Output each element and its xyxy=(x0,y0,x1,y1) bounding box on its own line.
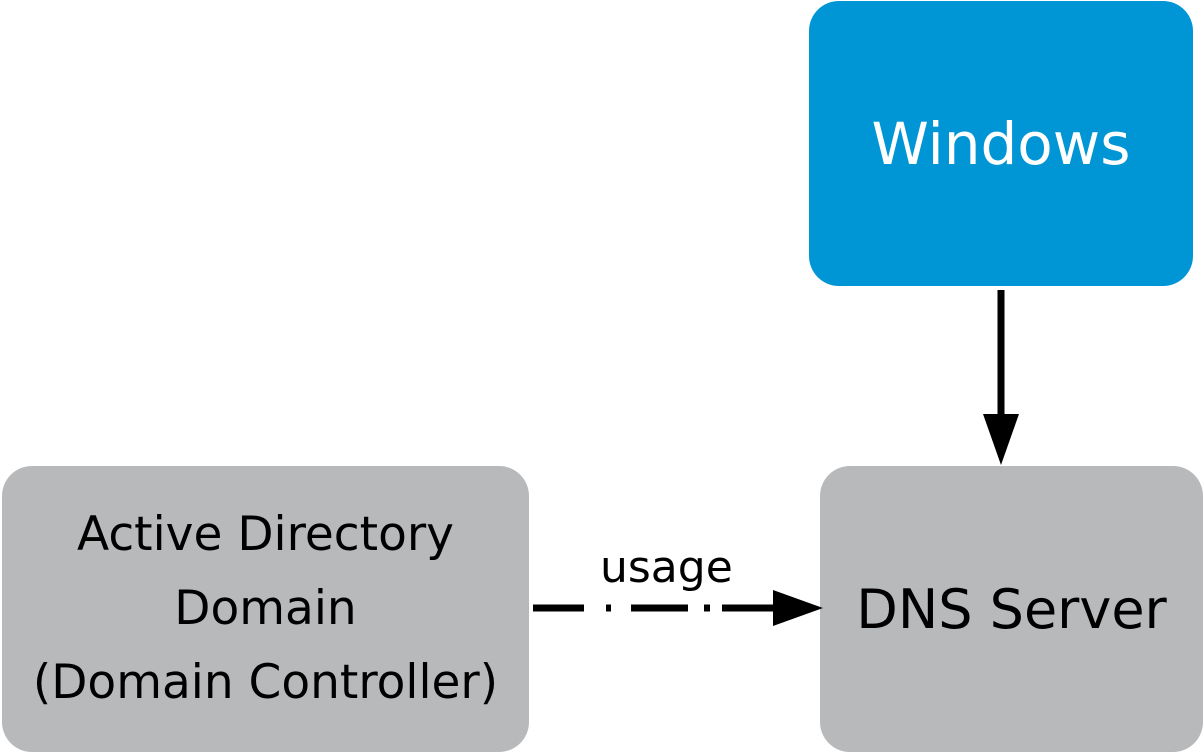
node-windows-label: Windows xyxy=(871,109,1131,178)
arrowhead-icon xyxy=(983,414,1019,465)
node-ad-label-line-2: Domain xyxy=(174,581,357,636)
node-ad-label-line-1: Active Directory xyxy=(77,507,454,562)
edge-windows-to-dns xyxy=(983,290,1019,465)
node-ad-label-line-3: (Domain Controller) xyxy=(32,655,499,710)
edge-ad-to-dns xyxy=(533,590,823,626)
node-windows: Windows xyxy=(809,1,1193,286)
edge-label-usage: usage xyxy=(600,542,733,593)
node-dns-server: DNS Server xyxy=(820,466,1203,752)
node-active-directory-domain: Active Directory Domain (Domain Controll… xyxy=(2,466,529,752)
node-dns-label: DNS Server xyxy=(856,577,1167,641)
arrowhead-icon xyxy=(773,590,823,626)
